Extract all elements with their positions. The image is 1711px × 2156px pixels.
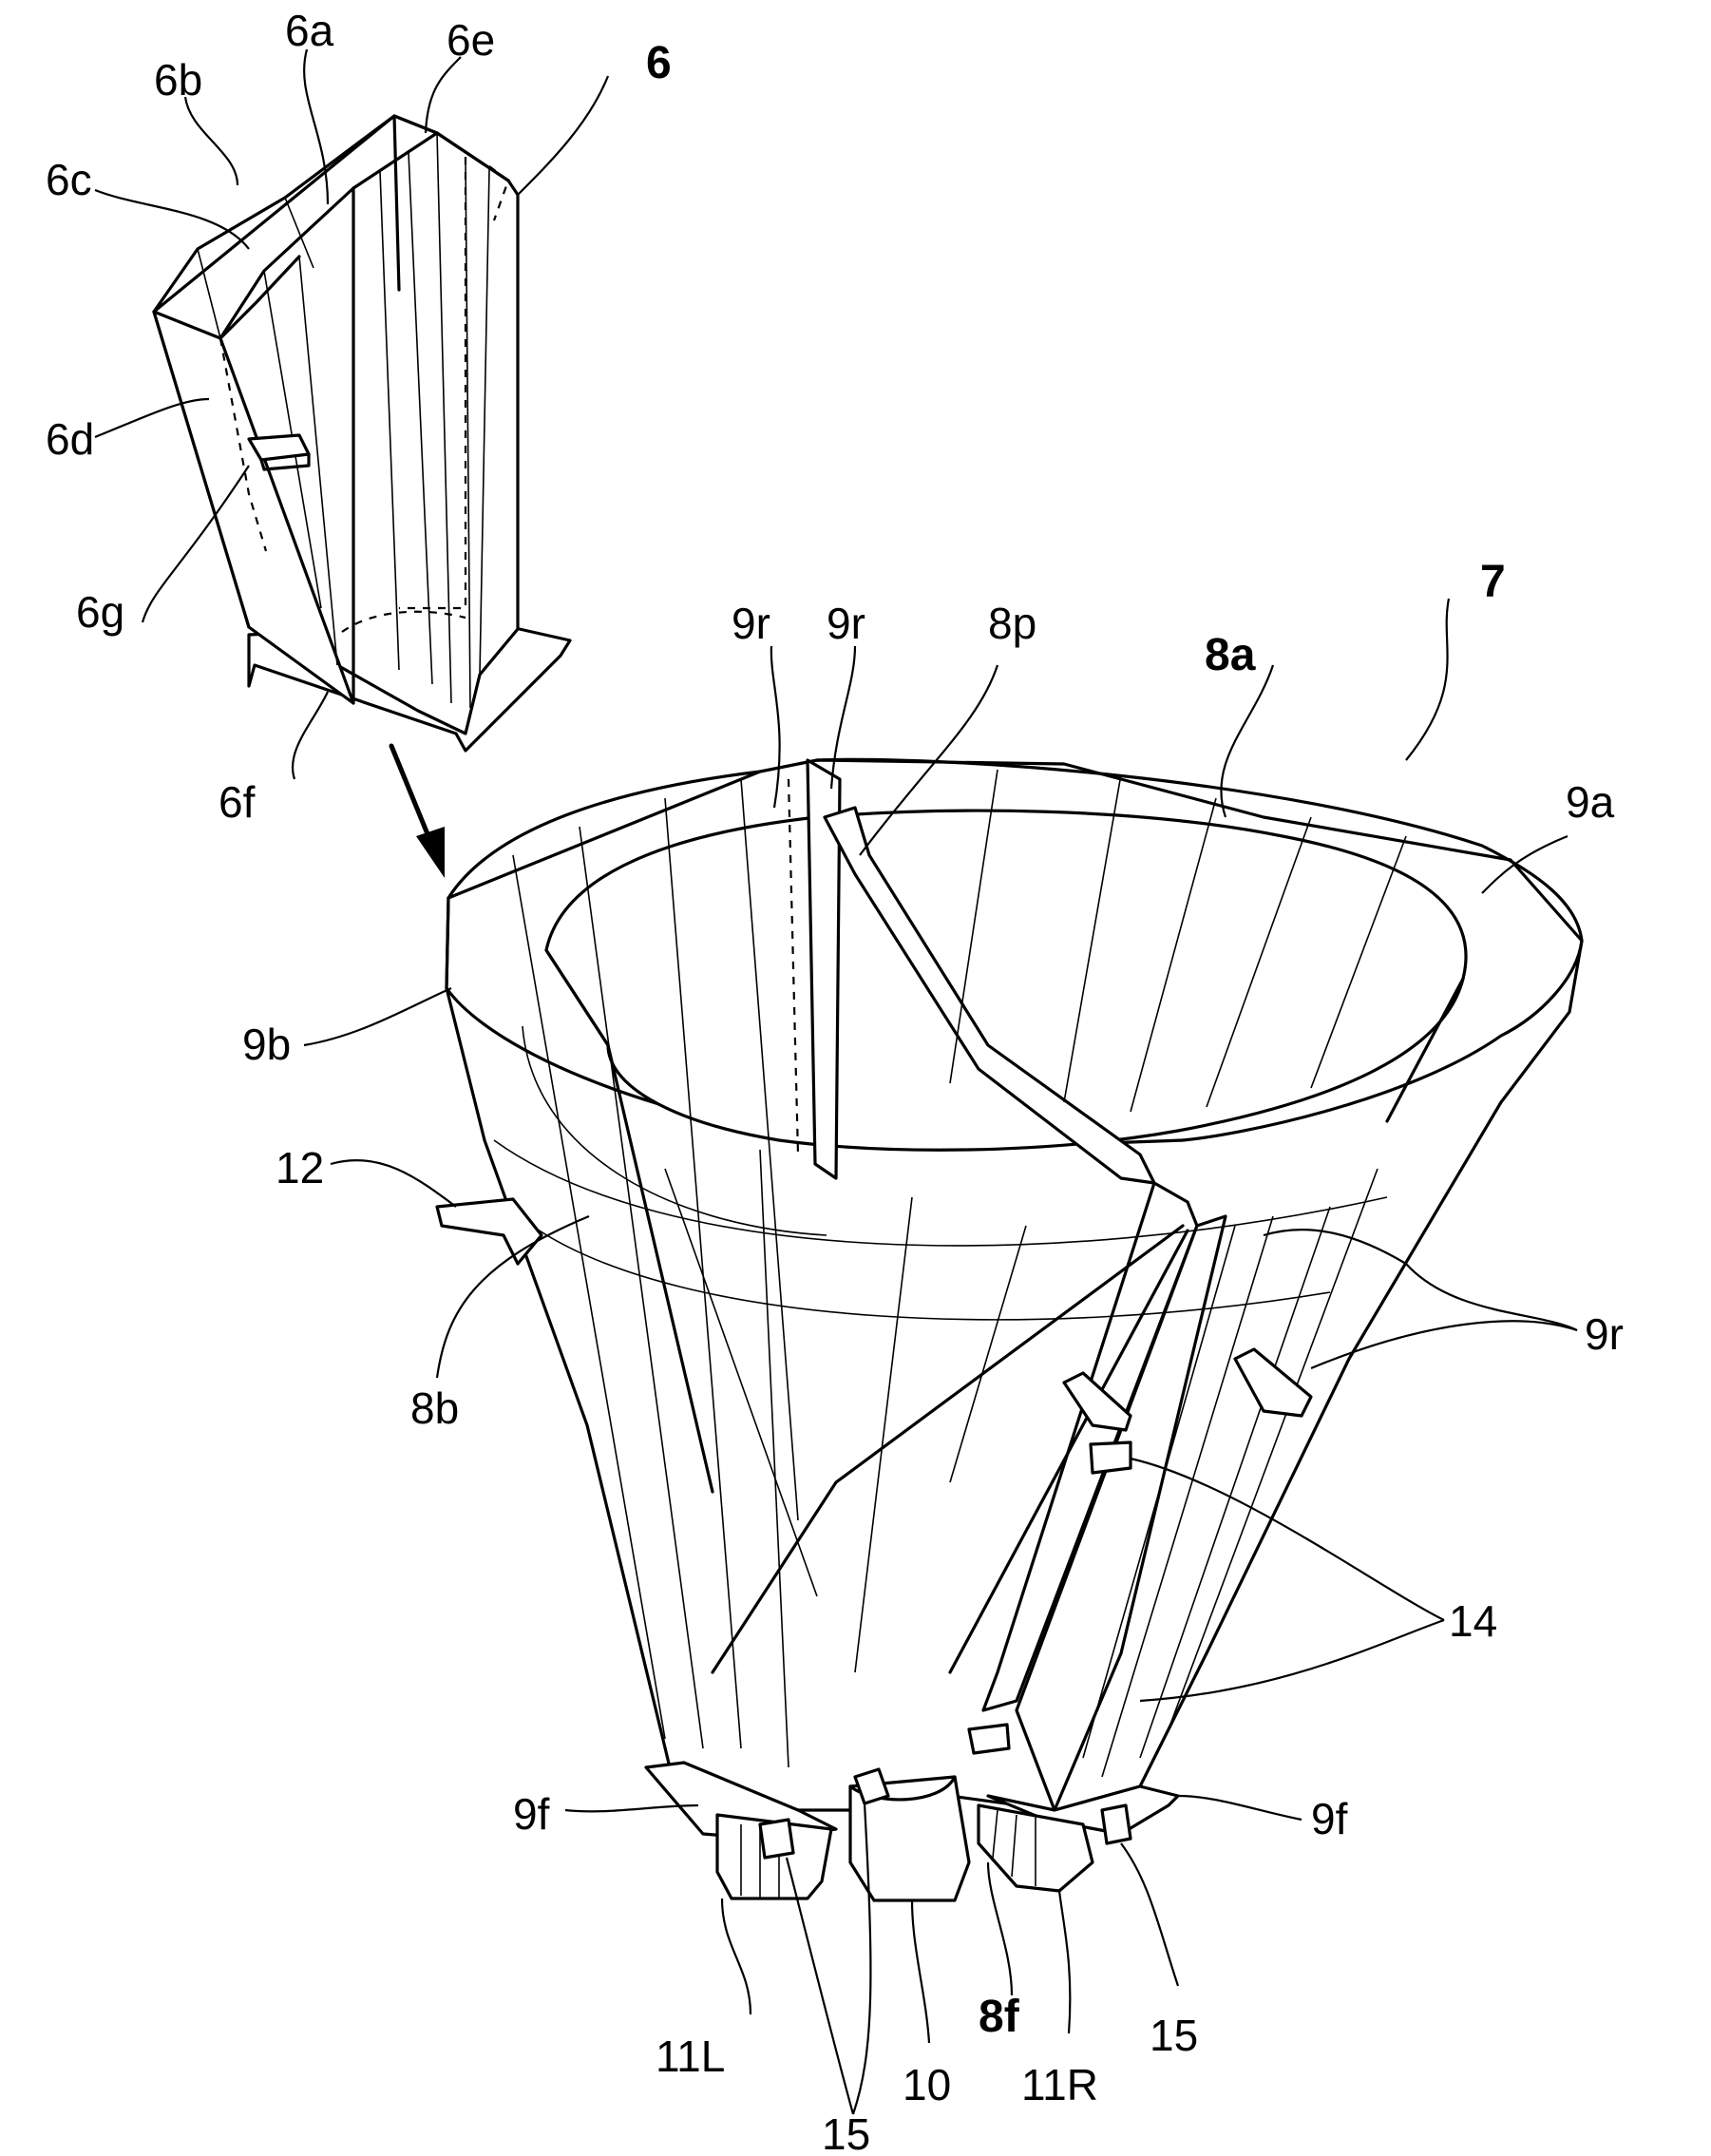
label-8p: 8p bbox=[988, 599, 1036, 648]
label-6: 6 bbox=[646, 38, 672, 88]
label-6f: 6f bbox=[219, 777, 256, 827]
label-9b: 9b bbox=[242, 1020, 291, 1069]
label-9r-1: 9r bbox=[732, 599, 770, 648]
label-6c: 6c bbox=[46, 155, 92, 204]
label-6e: 6e bbox=[447, 15, 495, 65]
label-9a: 9a bbox=[1566, 777, 1615, 827]
label-8f: 8f bbox=[979, 1992, 1020, 2042]
label-6b: 6b bbox=[154, 55, 202, 105]
label-9r-2: 9r bbox=[827, 599, 865, 648]
label-6a: 6a bbox=[285, 6, 334, 55]
label-6d: 6d bbox=[46, 414, 94, 464]
label-9f-right: 9f bbox=[1311, 1794, 1348, 1843]
component-6-drawing bbox=[154, 116, 570, 751]
component-7-drawing bbox=[437, 759, 1582, 1900]
label-15-a: 15 bbox=[822, 2109, 870, 2156]
label-7: 7 bbox=[1480, 557, 1506, 607]
label-9f-left: 9f bbox=[513, 1789, 550, 1839]
label-11L: 11L bbox=[656, 2032, 725, 2081]
label-11R: 11R bbox=[1021, 2060, 1098, 2109]
label-9r-3: 9r bbox=[1585, 1309, 1624, 1359]
label-10: 10 bbox=[903, 2060, 951, 2109]
label-12: 12 bbox=[276, 1143, 324, 1192]
label-6g: 6g bbox=[76, 587, 124, 637]
label-14: 14 bbox=[1449, 1596, 1497, 1646]
label-8a: 8a bbox=[1205, 630, 1256, 680]
assembly-arrow bbox=[391, 746, 445, 878]
label-15-b: 15 bbox=[1150, 2011, 1198, 2060]
label-8b: 8b bbox=[410, 1383, 459, 1433]
